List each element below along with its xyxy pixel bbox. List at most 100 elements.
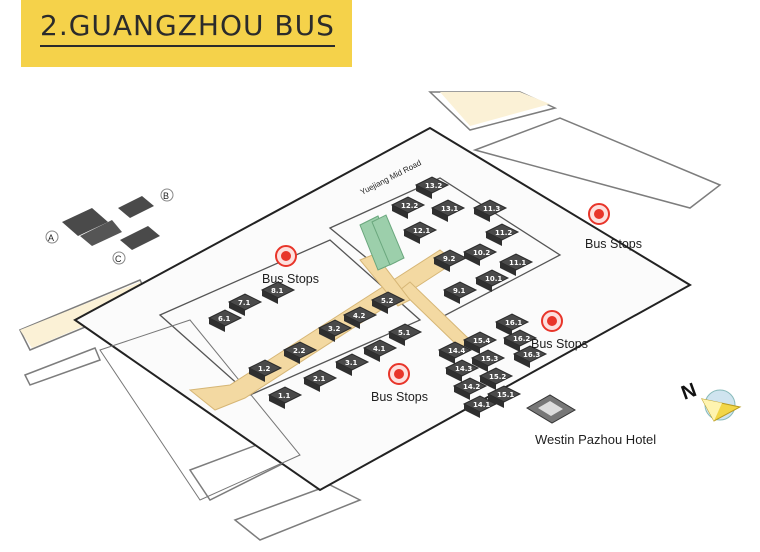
hall-label: 1.2 bbox=[258, 365, 271, 373]
hall-block-side bbox=[416, 185, 432, 199]
hall-block-side bbox=[454, 386, 470, 400]
bus-stop-2[interactable] bbox=[588, 203, 610, 225]
hall-label: 11.3 bbox=[483, 205, 500, 213]
hotel-building-inner bbox=[538, 401, 563, 416]
hall-label: 14.4 bbox=[448, 347, 465, 355]
hall-label: 1.1 bbox=[278, 392, 291, 400]
hall-block-side bbox=[389, 332, 405, 346]
hall-label: 8.1 bbox=[271, 287, 284, 295]
hall-label: 6.1 bbox=[218, 315, 231, 323]
bus-stop-label-2: Bus Stops bbox=[585, 237, 642, 251]
hall-block-side bbox=[364, 348, 380, 362]
bus-stop-4[interactable] bbox=[388, 363, 410, 385]
header-badge bbox=[21, 0, 352, 67]
bus-stop-1[interactable] bbox=[275, 245, 297, 267]
hall-label: 4.1 bbox=[373, 345, 386, 353]
bus-stop-3[interactable] bbox=[541, 310, 563, 332]
hall-label: 15.3 bbox=[481, 355, 498, 363]
compass-letter: N bbox=[678, 379, 699, 405]
legend-cluster: A B C bbox=[45, 188, 174, 265]
hall-label: 16.2 bbox=[513, 335, 530, 343]
bus-stop-label-4: Bus Stops bbox=[371, 390, 428, 404]
svg-text:A: A bbox=[48, 233, 54, 243]
hall-label: 15.2 bbox=[489, 373, 506, 381]
hall-label: 9.2 bbox=[443, 255, 456, 263]
svg-text:B: B bbox=[163, 191, 169, 201]
hall-block-side bbox=[480, 376, 496, 390]
hall-block-side bbox=[209, 318, 225, 332]
hall-label: 12.2 bbox=[401, 202, 418, 210]
hall-block-side bbox=[229, 302, 245, 316]
hall-label: 3.1 bbox=[345, 359, 358, 367]
hall-block-side bbox=[464, 340, 480, 354]
legend-marker-c bbox=[112, 251, 126, 265]
hall-block-side bbox=[434, 258, 450, 272]
hall-block-side bbox=[464, 404, 480, 418]
hall-label: 12.1 bbox=[413, 227, 430, 235]
svg-text:C: C bbox=[115, 254, 122, 264]
hall-block-side bbox=[474, 208, 490, 222]
hall-label: 13.2 bbox=[425, 182, 442, 190]
hall-label: 16.1 bbox=[505, 319, 522, 327]
hall-block-side bbox=[304, 378, 320, 392]
hall-label: 15.1 bbox=[497, 391, 514, 399]
hall-label: 7.1 bbox=[238, 299, 251, 307]
hall-label: 14.1 bbox=[473, 401, 490, 409]
zone-south bbox=[99, 319, 301, 501]
hall-label: 11.1 bbox=[509, 259, 526, 267]
hall-label: 13.1 bbox=[441, 205, 458, 213]
bus-stop-label-1: Bus Stops bbox=[262, 272, 319, 286]
hall-label: 10.1 bbox=[485, 275, 502, 283]
legend-marker-b bbox=[160, 188, 174, 202]
hall-label: 5.2 bbox=[381, 297, 394, 305]
hall-block-side bbox=[514, 354, 530, 368]
hall-block-side bbox=[439, 350, 455, 364]
hall-block-side bbox=[344, 315, 360, 329]
bus-stop-icon-core bbox=[281, 251, 291, 261]
legend-marker-a bbox=[45, 230, 59, 244]
hall-block-side bbox=[496, 322, 512, 336]
hall-block-side bbox=[249, 368, 265, 382]
hall-label: 16.3 bbox=[523, 351, 540, 359]
hall-label: 10.2 bbox=[473, 249, 490, 257]
hall-block-side bbox=[504, 338, 520, 352]
hall-block-side bbox=[464, 252, 480, 266]
beige-strip-top bbox=[440, 92, 550, 126]
compass-icon: N bbox=[678, 379, 742, 422]
hall-label: 3.2 bbox=[328, 325, 341, 333]
hall-block-side bbox=[269, 395, 285, 409]
bus-stop-label-3: Bus Stops bbox=[531, 337, 588, 351]
hall-block-side bbox=[446, 368, 462, 382]
hall-block-side bbox=[488, 394, 504, 408]
bus-stop-icon-core bbox=[594, 209, 604, 219]
hall-label: 2.1 bbox=[313, 375, 326, 383]
hall-block-side bbox=[444, 290, 460, 304]
zone-west bbox=[158, 239, 422, 396]
hall-block-side bbox=[476, 278, 492, 292]
page-title: 2.GUANGZHOU BUS bbox=[40, 10, 335, 47]
hall-label: 4.2 bbox=[353, 312, 366, 320]
hall-label: 14.3 bbox=[455, 365, 472, 373]
hall-label: 9.1 bbox=[453, 287, 466, 295]
hall-block-side bbox=[319, 328, 335, 342]
hall-block-side bbox=[404, 230, 420, 244]
hall-block-side bbox=[372, 300, 388, 314]
hall-label: 15.4 bbox=[473, 337, 490, 345]
hall-block-side bbox=[486, 232, 502, 246]
hall-block-side bbox=[262, 290, 278, 304]
hall-label: 14.2 bbox=[463, 383, 480, 391]
hall-block-side bbox=[284, 350, 300, 364]
bus-stop-icon-core bbox=[394, 369, 404, 379]
hotel-label: Westin Pazhou Hotel bbox=[535, 432, 656, 447]
hall-block-side bbox=[472, 358, 488, 372]
hall-label: 5.1 bbox=[398, 329, 411, 337]
bus-stop-icon-core bbox=[547, 316, 557, 326]
hall-block-side bbox=[432, 208, 448, 222]
hall-block-side bbox=[336, 362, 352, 376]
hall-block-side bbox=[500, 262, 516, 276]
hall-block-side bbox=[392, 205, 408, 219]
green-bridge bbox=[359, 214, 405, 271]
hall-label: 11.2 bbox=[495, 229, 512, 237]
